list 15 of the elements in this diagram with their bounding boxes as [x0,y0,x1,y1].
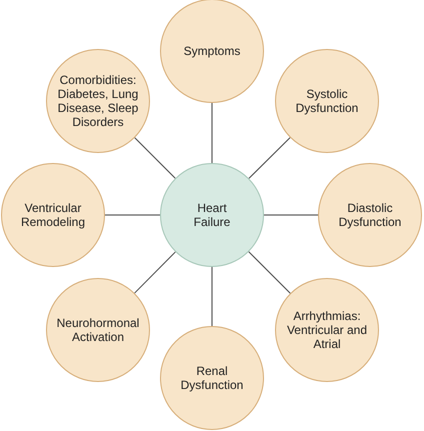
connector-line [264,214,318,216]
connector-line [134,137,176,179]
node-label: Neurohormonal Activation [56,316,140,344]
node-label: Ventricular Remodeling [20,201,86,229]
connector-line [248,137,291,179]
node-label: Symptoms [184,44,240,58]
connector-line [104,214,160,216]
node-label: Diastolic Dysfunction [338,201,402,229]
node-label: Renal Dysfunction [180,364,244,392]
connector-line [134,251,176,294]
node-label: Systolic Dysfunction [294,87,360,115]
node-label: Comorbidities: Diabetes, Lung Disease, Sleep Disorders [56,73,140,129]
connector-line [248,251,291,294]
node-label: Arrhythmias: Ventricular and Atrial [286,309,368,351]
node-label: Heart Failure [192,201,232,229]
